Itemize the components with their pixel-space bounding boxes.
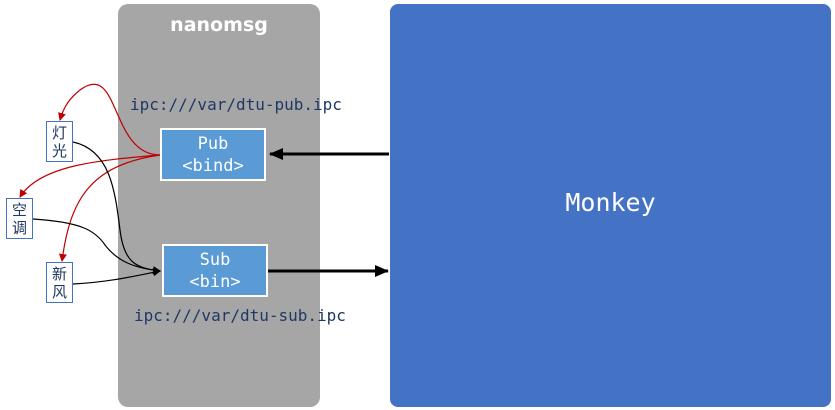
device-ac-char1: 空 xyxy=(11,200,27,219)
pub-socket-box: Pub <bind> xyxy=(160,128,266,181)
device-fresh-char2: 风 xyxy=(51,282,67,301)
ac-to-sub-link xyxy=(32,218,161,275)
device-light: 灯 光 xyxy=(46,121,73,162)
device-ac-char2: 调 xyxy=(11,218,27,237)
device-light-char2: 光 xyxy=(51,141,67,160)
device-light-char1: 灯 xyxy=(51,123,67,142)
nanomsg-panel xyxy=(118,4,320,407)
device-air-conditioner: 空 调 xyxy=(6,198,33,239)
pub-ipc-address: ipc:///var/dtu-pub.ipc xyxy=(130,95,342,114)
monkey-panel xyxy=(390,4,831,407)
sub-socket-label: Sub xyxy=(199,249,231,270)
sub-ipc-address: ipc:///var/dtu-sub.ipc xyxy=(134,306,346,325)
device-fresh-char1: 新 xyxy=(51,264,67,283)
sub-socket-mode: <bin> xyxy=(189,271,241,292)
fresh-air-to-sub-link xyxy=(72,268,161,285)
pub-to-fresh-air-link xyxy=(58,154,161,262)
pub-socket-label: Pub xyxy=(197,133,229,154)
pub-to-light-link xyxy=(58,83,161,156)
device-fresh-air: 新 风 xyxy=(46,262,73,303)
pub-to-ac-link xyxy=(19,154,161,198)
pub-socket-mode: <bind> xyxy=(182,155,244,176)
nanomsg-title: nanomsg xyxy=(170,14,268,36)
light-to-sub-link xyxy=(72,141,161,275)
sub-socket-box: Sub <bin> xyxy=(162,244,268,297)
monkey-label: Monkey xyxy=(565,188,656,217)
